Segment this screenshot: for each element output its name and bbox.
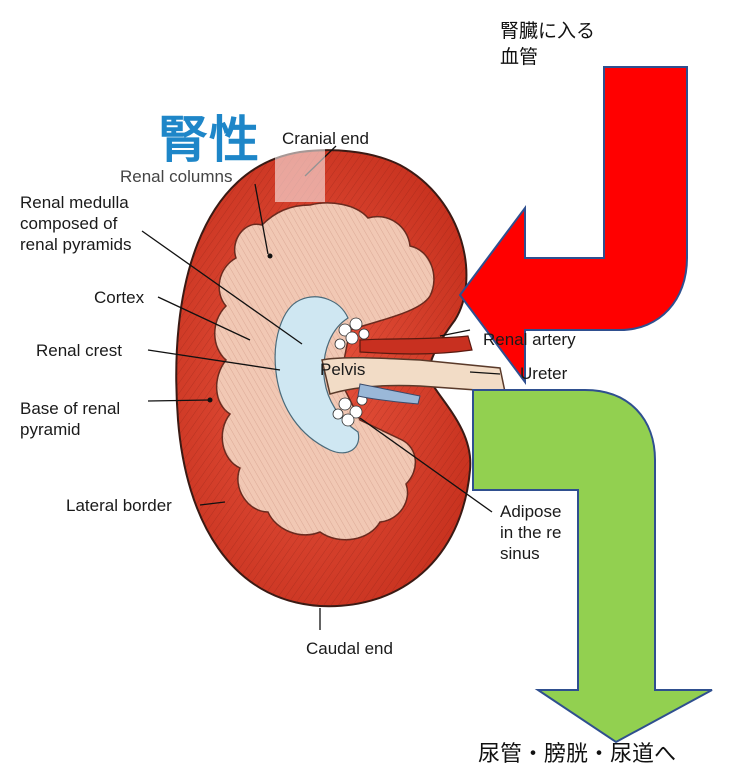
label-base-of-pyramid: Base of renal pyramid xyxy=(20,398,120,440)
label-caudal-end: Caudal end xyxy=(306,638,393,659)
label-renal-columns: Renal columns xyxy=(120,166,232,187)
vessel-inflow-annotation: 腎臓に入る 血管 xyxy=(500,18,595,70)
green-arrow-outflow xyxy=(473,390,712,742)
label-cranial-end: Cranial end xyxy=(282,128,369,149)
title-backdrop xyxy=(275,140,325,202)
label-renal-artery: Renal artery xyxy=(483,329,576,350)
page-title: 腎性 xyxy=(158,100,260,172)
label-adipose: Adipose in the re sinus xyxy=(500,501,561,564)
label-pelvis: Pelvis xyxy=(320,359,365,380)
label-lateral-border: Lateral border xyxy=(66,495,172,516)
label-ureter: Ureter xyxy=(520,363,567,384)
outflow-annotation: 尿管・膀胱・尿道へ xyxy=(478,742,676,768)
label-renal-crest: Renal crest xyxy=(36,340,122,361)
renal-artery-vessel xyxy=(360,336,472,354)
label-cortex: Cortex xyxy=(94,287,144,308)
label-renal-medulla: Renal medulla composed of renal pyramids xyxy=(20,192,132,255)
